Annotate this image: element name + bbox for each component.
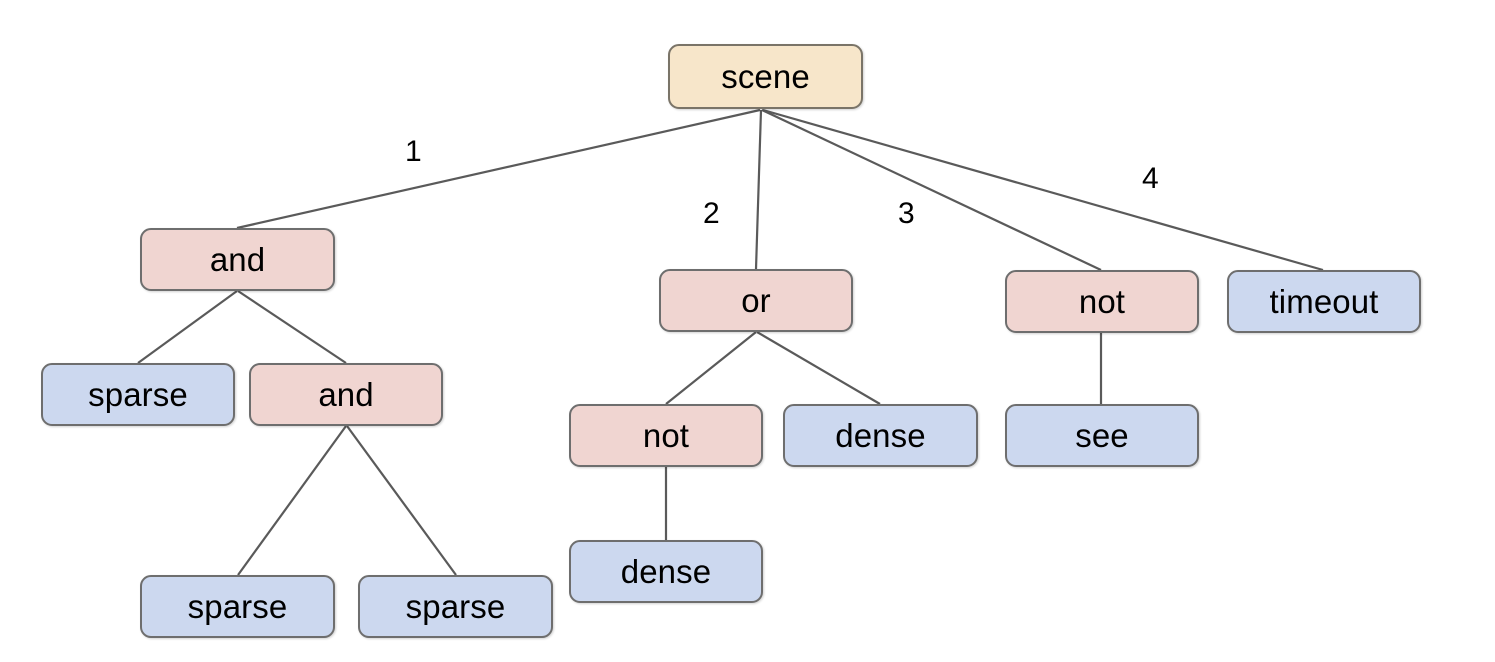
tree-node-and1[interactable]: and: [140, 228, 335, 291]
edge-scene-to-not1: [761, 109, 1102, 271]
edge-or1-to-dense1: [756, 331, 881, 405]
edge-scene-to-or1: [754, 109, 763, 270]
edge-label-1: 1: [405, 135, 422, 168]
tree-node-label: scene: [721, 58, 810, 95]
tree-node-timeout1[interactable]: timeout: [1227, 270, 1421, 333]
tree-node-dense2[interactable]: dense: [569, 540, 763, 603]
edge-and2-to-sparse3: [346, 425, 457, 576]
tree-node-label: or: [741, 282, 771, 319]
tree-node-and2[interactable]: and: [249, 363, 443, 426]
tree-node-label: see: [1075, 417, 1129, 454]
tree-node-not1[interactable]: not: [1005, 270, 1199, 333]
tree-node-sparse3[interactable]: sparse: [358, 575, 553, 638]
tree-node-label: sparse: [187, 588, 288, 625]
tree-node-scene[interactable]: scene: [668, 44, 863, 109]
tree-node-sparse2[interactable]: sparse: [140, 575, 335, 638]
tree-node-label: dense: [835, 417, 926, 454]
tree-node-see1[interactable]: see: [1005, 404, 1199, 467]
edge-or1-to-not2: [665, 331, 757, 405]
tree-node-label: sparse: [88, 376, 188, 413]
tree-node-sparse1[interactable]: sparse: [41, 363, 235, 426]
tree-node-label: and: [209, 241, 266, 278]
tree-node-or1[interactable]: or: [659, 269, 853, 332]
tree-node-not2[interactable]: not: [569, 404, 763, 467]
tree-node-label: sparse: [405, 588, 506, 625]
edge-label-4: 4: [1142, 162, 1159, 195]
tree-node-label: dense: [620, 553, 712, 590]
tree-node-label: timeout: [1269, 283, 1379, 320]
tree-node-label: not: [642, 417, 690, 454]
edge-label-3: 3: [898, 197, 915, 230]
tree-node-label: not: [1078, 283, 1126, 320]
edge-label-2: 2: [703, 197, 720, 230]
edge-scene-to-and1: [236, 108, 761, 230]
edge-scene-to-timeout1: [762, 108, 1324, 272]
edge-and1-to-and2: [237, 290, 347, 364]
tree-node-dense1[interactable]: dense: [783, 404, 978, 467]
edge-and1-to-sparse1: [137, 290, 238, 364]
edge-and2-to-sparse2: [237, 425, 347, 576]
tree-node-label: and: [318, 376, 374, 413]
